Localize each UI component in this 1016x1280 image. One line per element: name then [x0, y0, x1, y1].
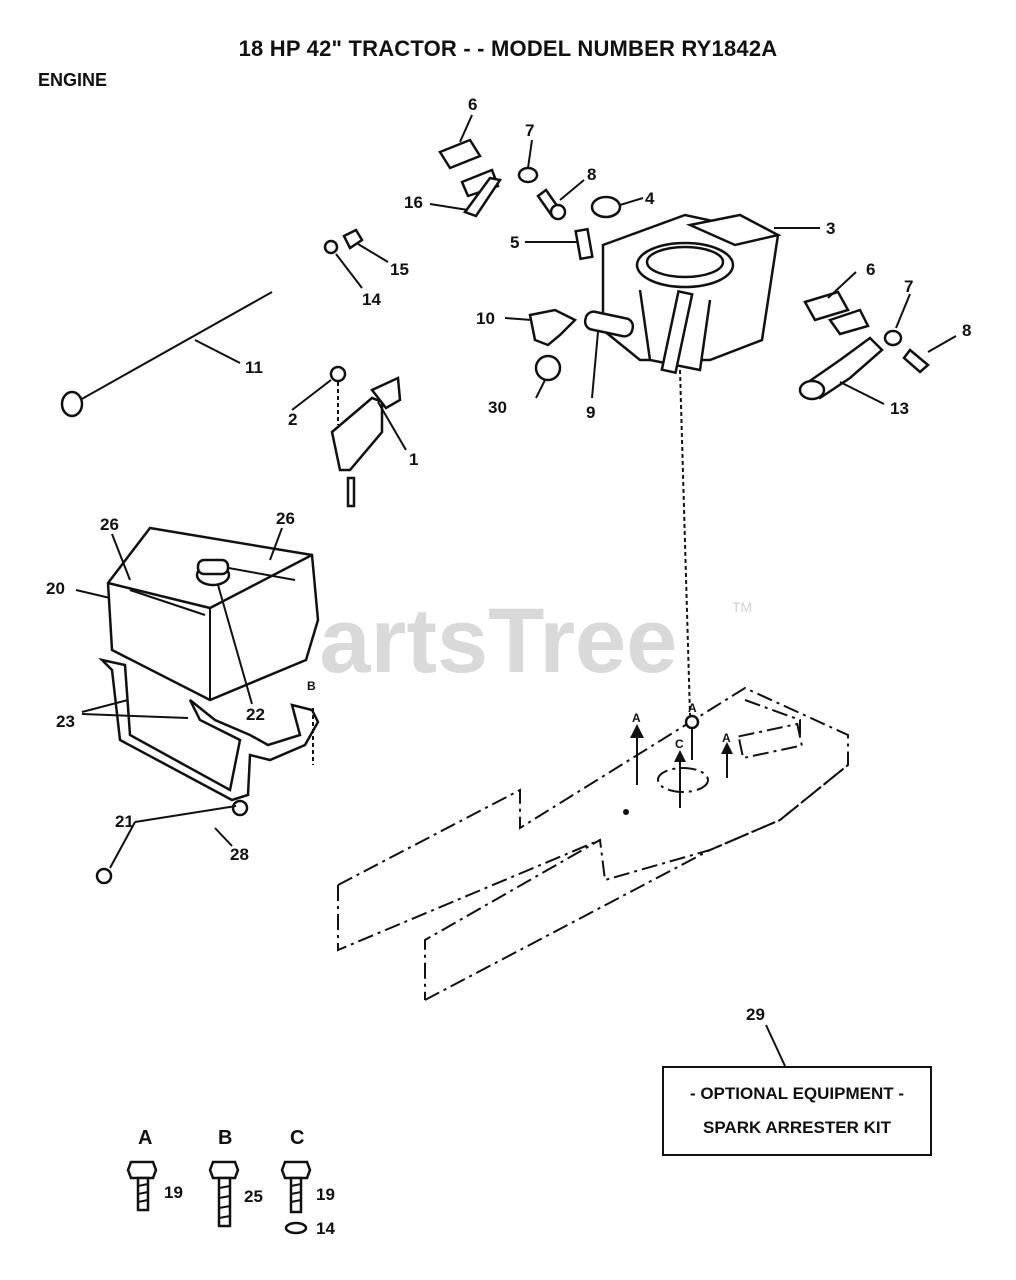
callout-9: 9 — [586, 403, 595, 422]
watermark-text: PartsTree — [258, 590, 677, 692]
callout-8-right: 8 — [962, 321, 971, 340]
callout-20: 20 — [46, 579, 65, 598]
mount-letter-a: A — [722, 731, 731, 745]
optional-equipment-box: - OPTIONAL EQUIPMENT - SPARK ARRESTER KI… — [662, 1066, 932, 1156]
callout-8: 8 — [587, 165, 596, 184]
callout-22: 22 — [246, 705, 265, 724]
legend-part-a: 19 — [164, 1183, 183, 1202]
callout-14: 14 — [362, 290, 381, 309]
engine-hardware — [60, 138, 930, 508]
legend-letter-a: A — [138, 1127, 152, 1149]
optional-equipment-heading: - OPTIONAL EQUIPMENT - — [689, 1084, 905, 1103]
mount-letter-a: A — [632, 711, 641, 725]
fuel-line — [95, 799, 249, 885]
spark-arrester-kit-label: SPARK ARRESTER KIT — [703, 1118, 891, 1137]
page-title: 18 HP 42" TRACTOR - - MODEL NUMBER RY184… — [238, 36, 778, 61]
callout-13: 13 — [890, 399, 909, 418]
callout-1: 1 — [409, 450, 418, 469]
callout-3: 3 — [826, 219, 835, 238]
legend-letter-c: C — [290, 1127, 304, 1149]
callout-7: 7 — [525, 121, 534, 140]
callout-23: 23 — [56, 712, 75, 731]
legend-washer-c: 14 — [316, 1219, 335, 1238]
callout-15: 15 — [390, 260, 409, 279]
tank-bracket — [98, 657, 320, 802]
leader-lines — [75, 114, 957, 1067]
mount-letter-c: C — [675, 737, 684, 751]
tractor-frame — [337, 369, 849, 1001]
fastener-legend: A 19 B 25 C 19 14 — [126, 1127, 335, 1238]
callout-11: 11 — [245, 358, 263, 377]
callout-2: 2 — [288, 410, 297, 429]
fuel-tank — [106, 526, 320, 702]
legend-part-c: 19 — [316, 1185, 335, 1204]
callout-numbers: 6 7 8 4 3 5 16 15 14 10 9 30 11 2 1 6 7 … — [46, 95, 971, 1024]
callout-16: 16 — [404, 193, 423, 212]
callout-6: 6 — [468, 95, 477, 114]
callout-30: 30 — [488, 398, 507, 417]
callout-29: 29 — [746, 1005, 765, 1024]
callout-7-right: 7 — [904, 277, 913, 296]
callout-28: 28 — [230, 845, 249, 864]
mount-letter-b: B — [307, 679, 316, 693]
callout-21: 21 — [115, 812, 134, 831]
callout-10: 10 — [476, 309, 495, 328]
section-label: ENGINE — [38, 70, 108, 90]
callout-6-right: 6 — [866, 260, 875, 279]
callout-5: 5 — [510, 233, 519, 252]
callout-26-left: 26 — [100, 515, 119, 534]
mount-letter-a: A — [688, 701, 697, 715]
legend-part-b: 25 — [244, 1187, 263, 1206]
watermark-trademark: TM — [732, 599, 752, 615]
engine — [601, 213, 782, 375]
frame-mount-letters: A A A C B — [307, 679, 731, 751]
callout-4: 4 — [645, 189, 655, 208]
callout-26-right: 26 — [276, 509, 295, 528]
legend-letter-b: B — [218, 1127, 232, 1149]
